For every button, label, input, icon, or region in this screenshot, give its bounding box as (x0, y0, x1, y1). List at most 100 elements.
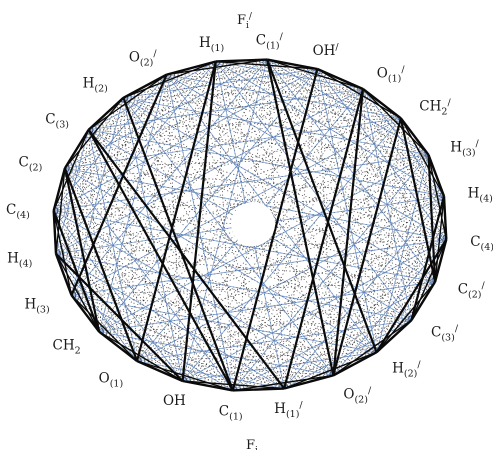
star-edge (122, 97, 234, 391)
node-label: CH2 (53, 338, 81, 357)
dotted-edge (267, 59, 402, 119)
blue-edge (71, 239, 447, 296)
node-label: H(1)/ (274, 400, 303, 420)
node-label: O(1)/ (377, 65, 406, 85)
dotted-edge (99, 239, 447, 333)
ring-edge (52, 167, 67, 211)
dotted-edge (98, 118, 402, 332)
dotted-edge (64, 154, 429, 169)
node-label: C(3)/ (431, 324, 459, 344)
dotted-edge (55, 74, 167, 254)
chord-edge (332, 319, 412, 376)
ring-edge (98, 330, 138, 362)
ring-edge (362, 88, 402, 120)
blue-edge (166, 74, 401, 119)
star-edge (266, 59, 378, 353)
dotted-edge (123, 97, 447, 240)
blue-edge (64, 167, 234, 391)
dotted-edge (136, 74, 168, 362)
dotted-edge (166, 74, 412, 321)
chord-edge (55, 253, 100, 333)
dotted-edge (266, 59, 412, 321)
dotted-edge (317, 68, 412, 321)
chord-edge (427, 154, 447, 240)
center-hole (231, 202, 275, 246)
ring-edge (232, 387, 285, 392)
blue-edge (55, 253, 412, 321)
node-label: H(4)/ (468, 185, 493, 205)
dotted-edge (98, 331, 233, 391)
dotted-edge (53, 88, 364, 211)
dotted-edge (283, 118, 402, 389)
blue-edge (182, 59, 268, 382)
star-edge (266, 59, 335, 376)
dotted-edge (55, 154, 429, 255)
star-edge (63, 167, 139, 362)
star-edge (87, 129, 234, 391)
node-label: OH (163, 393, 186, 409)
star-edge (332, 118, 402, 376)
dotted-edge (136, 351, 377, 362)
chord-edge (98, 331, 183, 382)
blue-edge (71, 97, 124, 296)
strong-edges-layer (52, 58, 448, 392)
dotted-edge (123, 97, 377, 353)
star-edge (427, 154, 437, 282)
node-label: O(2)/ (129, 48, 158, 68)
blue-edge (317, 68, 377, 353)
dotted-edge (53, 59, 268, 211)
blue-edge (182, 239, 447, 382)
star-edge (283, 88, 365, 389)
node-label: C(3) (45, 111, 69, 130)
node-label: C(2)/ (458, 281, 486, 301)
dotted-edge (88, 129, 183, 382)
blue-edge (88, 61, 216, 131)
bottom-label: Fi (246, 438, 258, 450)
blue-edge (71, 117, 402, 296)
blue-edge (53, 154, 429, 211)
chord-edge (410, 239, 447, 321)
chord-edge (283, 351, 377, 390)
dotted-edge (64, 167, 334, 376)
chord-edge (88, 74, 168, 131)
node-label: C(1)/ (256, 32, 284, 52)
dotted-edge (166, 74, 364, 90)
dotted-edge (283, 239, 447, 389)
ring-edge (316, 67, 364, 91)
dotted-edge (166, 74, 183, 382)
dotted-edge (333, 196, 445, 376)
dotted-edge (317, 68, 436, 282)
blue-edge (215, 61, 412, 321)
chord-edge (64, 97, 124, 169)
top-label: Fi/ (237, 12, 253, 31)
dotted-edge (55, 68, 318, 255)
ring-edge (70, 294, 101, 333)
blue-edge (55, 88, 364, 255)
blue-edge (182, 118, 402, 382)
dotted-edge (136, 239, 447, 362)
dotted-edge (317, 68, 334, 376)
dotted-edge (55, 253, 234, 391)
dotted-edge (182, 195, 445, 382)
node-label: CH2/ (419, 97, 451, 117)
dotted-edge (98, 61, 217, 332)
dotted-edge (166, 74, 436, 283)
star-edge (332, 88, 365, 376)
star-edge (181, 61, 217, 382)
dotted-edge (53, 97, 124, 211)
node-label: C(4) (6, 202, 30, 221)
blue-edge (182, 351, 377, 382)
chord-edge (376, 281, 436, 353)
blue-edge (98, 154, 429, 333)
dotted-edge (400, 118, 412, 321)
dotted-edge (71, 61, 217, 296)
ring-edge (87, 96, 125, 131)
ring-edge (433, 239, 448, 283)
star-edge (52, 210, 101, 333)
chord-edge (400, 117, 445, 197)
dotted-edge (98, 59, 268, 332)
dotted-edge (88, 129, 100, 332)
node-label: H(1) (199, 35, 224, 54)
node-label: O(1) (99, 370, 124, 389)
